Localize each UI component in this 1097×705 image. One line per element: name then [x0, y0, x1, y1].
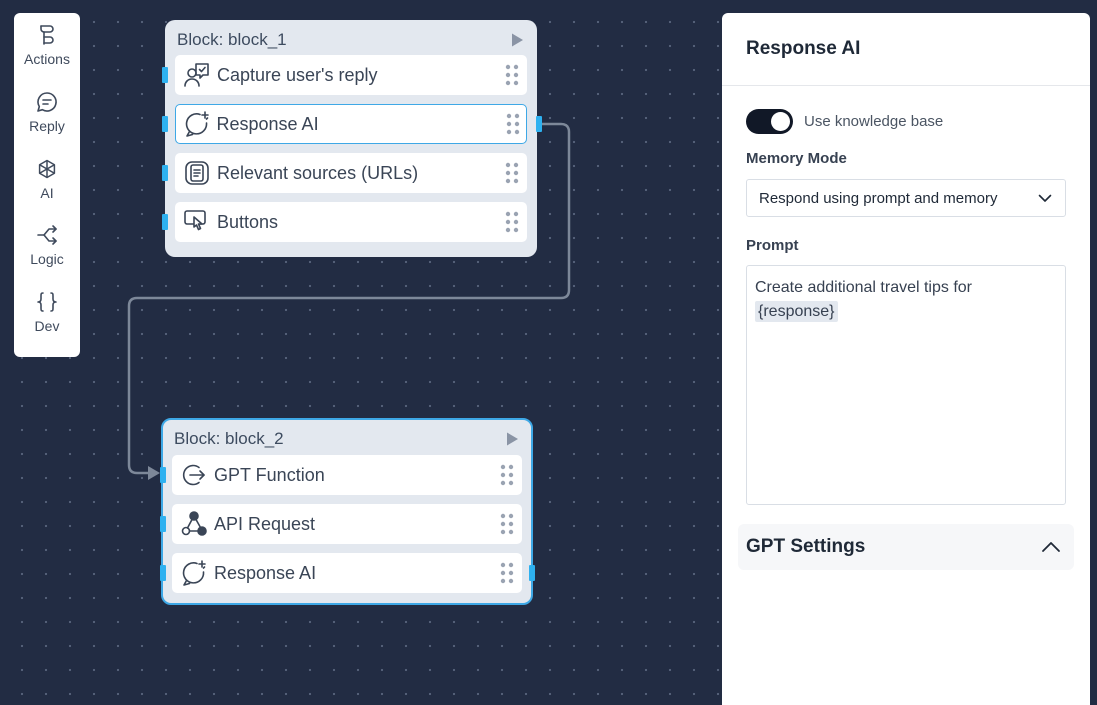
- drag-handle-icon[interactable]: [506, 113, 520, 135]
- button-click-icon: [184, 210, 206, 231]
- function-arrow-icon: [182, 464, 205, 486]
- input-port[interactable]: [162, 165, 168, 181]
- play-icon[interactable]: [504, 431, 520, 447]
- block-1[interactable]: Block: block_1 Capture user's reply Resp…: [161, 20, 542, 257]
- step-label: Buttons: [217, 211, 279, 232]
- user-reply-icon: [184, 63, 209, 87]
- step-gpt-function[interactable]: GPT Function: [160, 455, 522, 495]
- input-port[interactable]: [161, 115, 168, 132]
- block-2[interactable]: Block: block_2 GPT Function API Request …: [160, 418, 535, 605]
- knowledge-base-label: Use knowledge base: [804, 113, 944, 130]
- input-port[interactable]: [162, 67, 168, 83]
- knowledge-base-row: Use knowledge base: [746, 109, 1066, 134]
- knowledge-base-toggle[interactable]: [746, 109, 793, 134]
- prompt-text: Create additional travel tips for: [755, 279, 972, 296]
- step-label: GPT Function: [214, 464, 325, 485]
- toolbar-label: Logic: [30, 251, 64, 268]
- panel-body: Use knowledge base Memory Mode Respond u…: [722, 109, 1090, 505]
- branch-icon: [37, 225, 57, 246]
- drag-handle-icon[interactable]: [500, 513, 514, 535]
- step-buttons[interactable]: Buttons: [162, 202, 527, 242]
- toolbar-label: Actions: [24, 51, 70, 67]
- panel-title: Response AI: [722, 13, 1090, 86]
- connector-arrowhead: [148, 466, 160, 480]
- toolbar-item-ai[interactable]: AI: [14, 157, 80, 224]
- block-header: Block: block_2: [172, 420, 522, 455]
- drag-handle-icon[interactable]: [505, 211, 519, 233]
- openai-icon: [38, 159, 56, 178]
- ai-chat-sparkle-icon: [185, 111, 209, 137]
- actions-toolbar: Actions Reply AI Logic Dev: [14, 13, 80, 357]
- output-port[interactable]: [529, 565, 535, 581]
- ai-chat-sparkle-icon: [182, 560, 206, 586]
- prompt-variable-chip: {response}: [755, 301, 838, 322]
- step-label: API Request: [214, 513, 316, 534]
- play-icon[interactable]: [509, 32, 525, 48]
- actions-icon: [40, 25, 54, 45]
- gpt-settings-section[interactable]: GPT Settings: [738, 524, 1074, 570]
- braces-icon: [37, 292, 57, 312]
- input-port[interactable]: [160, 516, 166, 532]
- drag-handle-icon[interactable]: [500, 464, 514, 486]
- block-header: Block: block_1: [175, 20, 527, 55]
- drag-handle-icon[interactable]: [505, 162, 519, 184]
- step-relevant-sources[interactable]: Relevant sources (URLs): [162, 153, 527, 193]
- toolbar-item-actions[interactable]: Actions: [14, 23, 80, 90]
- chat-bubble-icon: [37, 91, 57, 112]
- chevron-up-icon[interactable]: [1040, 536, 1062, 558]
- toggle-knob: [771, 112, 790, 131]
- settings-panel: Response AI Use knowledge base Memory Mo…: [722, 13, 1090, 705]
- step-label: Capture user's reply: [217, 64, 378, 85]
- input-port[interactable]: [162, 214, 168, 230]
- step-capture-user-reply[interactable]: Capture user's reply: [162, 55, 527, 95]
- memory-mode-value: Respond using prompt and memory: [759, 189, 998, 207]
- step-response-ai[interactable]: Response AI: [160, 553, 535, 593]
- input-port[interactable]: [160, 467, 166, 483]
- memory-mode-select[interactable]: Respond using prompt and memory: [746, 179, 1066, 217]
- step-api-request[interactable]: API Request: [160, 504, 522, 544]
- network-nodes-icon: [181, 511, 207, 536]
- step-response-ai[interactable]: Response AI: [161, 104, 542, 144]
- step-label: Relevant sources (URLs): [217, 162, 419, 183]
- step-label: Response AI: [214, 562, 317, 583]
- toolbar-item-dev[interactable]: Dev: [14, 290, 80, 357]
- toolbar-label: Dev: [34, 318, 60, 335]
- prompt-label: Prompt: [746, 237, 799, 254]
- input-port[interactable]: [160, 565, 166, 581]
- prompt-textarea[interactable]: Create additional travel tips for {respo…: [746, 265, 1066, 505]
- step-label: Response AI: [216, 113, 319, 134]
- block-title: Block: block_2: [174, 428, 284, 448]
- drag-handle-icon[interactable]: [500, 562, 514, 584]
- toolbar-item-reply[interactable]: Reply: [14, 90, 80, 157]
- memory-mode-label: Memory Mode: [746, 150, 847, 167]
- toolbar-item-logic[interactable]: Logic: [14, 223, 80, 290]
- output-port[interactable]: [535, 115, 542, 132]
- gpt-settings-label: GPT Settings: [746, 536, 866, 557]
- document-icon: [185, 161, 209, 185]
- toolbar-label: Reply: [29, 117, 65, 134]
- drag-handle-icon[interactable]: [505, 64, 519, 86]
- chevron-down-icon: [1038, 194, 1052, 202]
- block-title: Block: block_1: [177, 29, 287, 49]
- toolbar-label: AI: [40, 184, 54, 201]
